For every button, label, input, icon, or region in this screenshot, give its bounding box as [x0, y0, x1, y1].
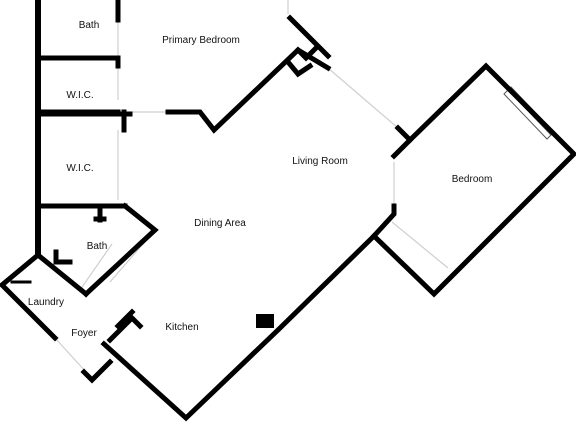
room-label-primary-bedroom: Primary Bedroom: [162, 35, 240, 46]
room-label-foyer: Foyer: [71, 328, 97, 339]
openings: [54, 0, 449, 373]
room-label-bath-lower: Bath: [87, 241, 108, 252]
room-label-dining-area: Dining Area: [194, 218, 246, 229]
walls: [0, 0, 576, 422]
room-label-laundry: Laundry: [28, 297, 64, 308]
room-label-kitchen: Kitchen: [165, 322, 198, 333]
room-label-bath-top: Bath: [79, 20, 100, 31]
room-label-living-room: Living Room: [292, 156, 348, 167]
room-label-bedroom: Bedroom: [452, 174, 493, 185]
room-label-wic-lower: W.I.C.: [66, 163, 93, 174]
room-labels: Bath Primary Bedroom W.I.C. W.I.C. Livin…: [28, 20, 492, 339]
room-label-wic-upper: W.I.C.: [66, 90, 93, 101]
